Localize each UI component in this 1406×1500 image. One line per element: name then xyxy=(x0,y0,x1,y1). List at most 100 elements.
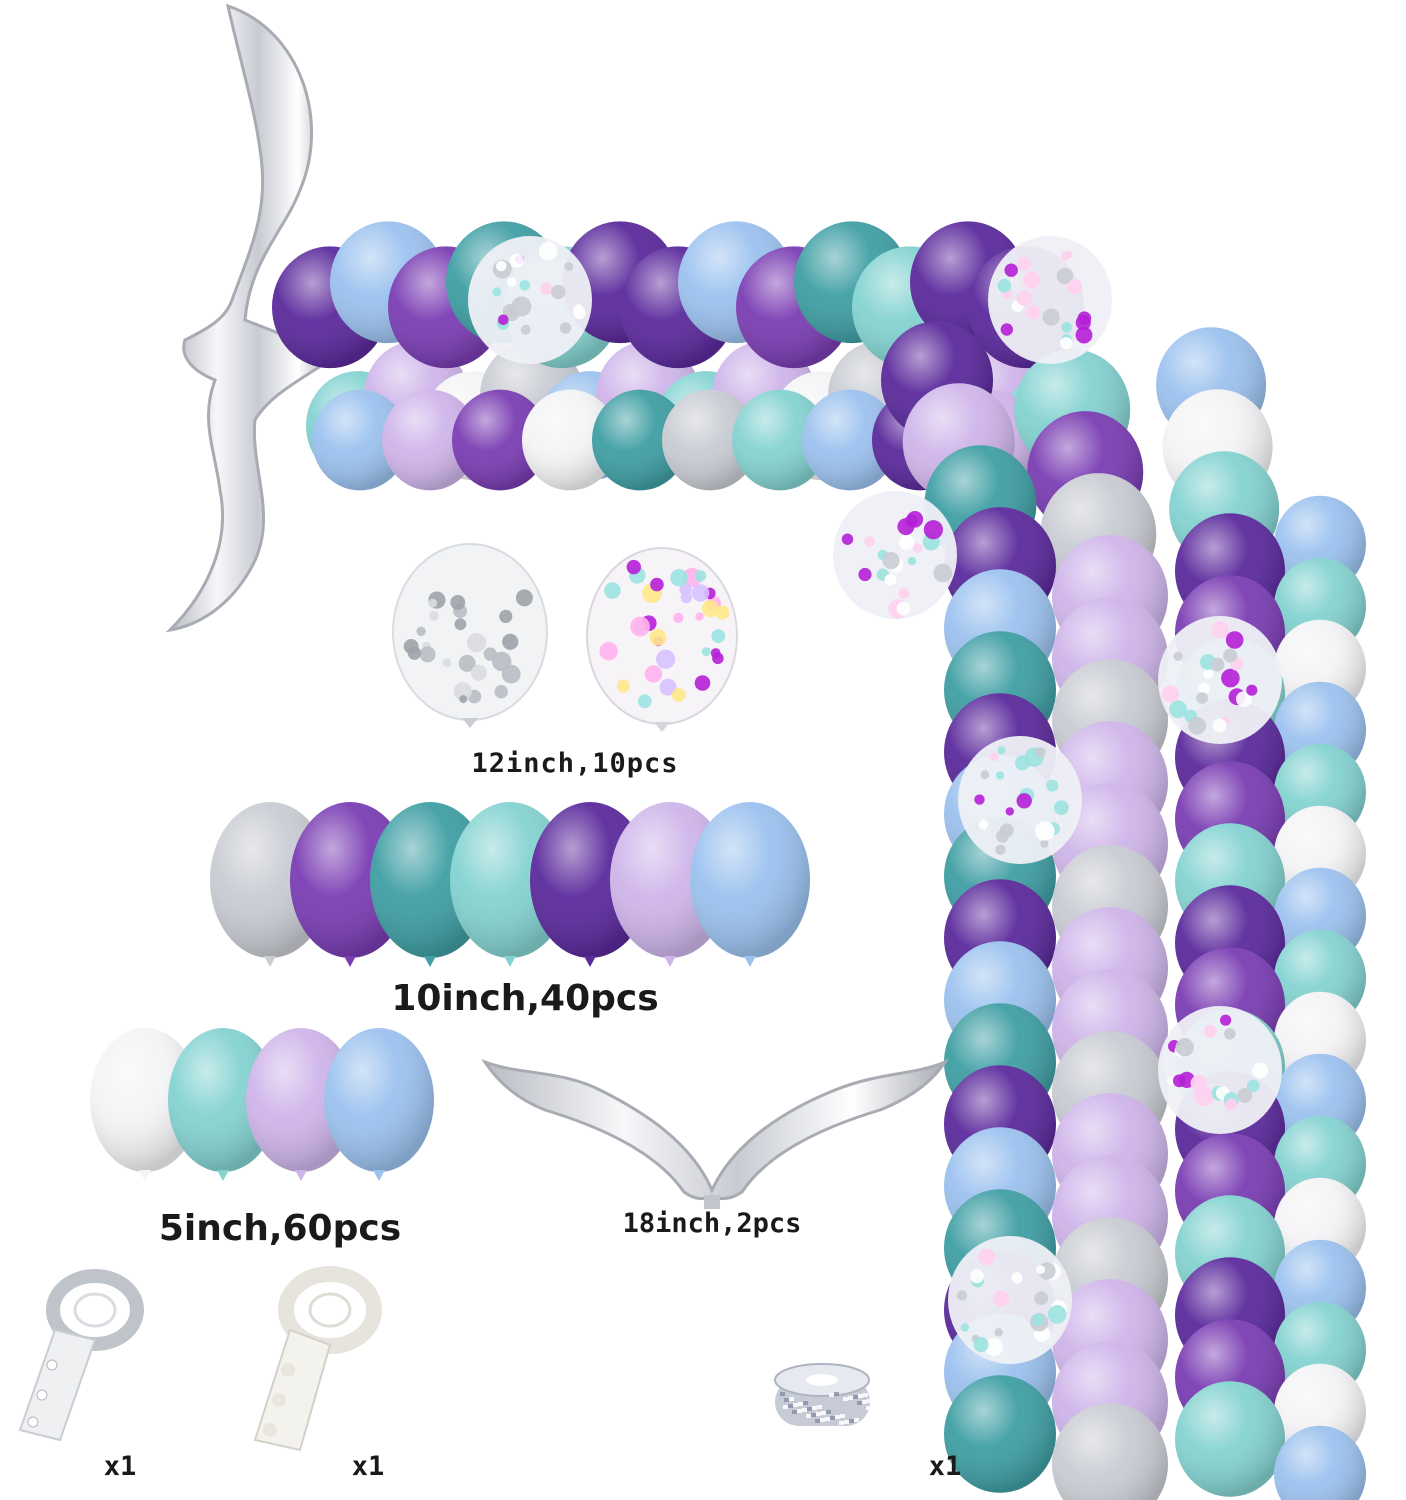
confetti-dot xyxy=(626,559,641,575)
latex-balloons-10inch xyxy=(210,802,810,967)
glitter-speck xyxy=(844,1420,849,1424)
confetti-dot xyxy=(428,598,438,608)
confetti-dot xyxy=(1034,1291,1049,1306)
confetti-dot xyxy=(499,609,513,624)
confetti-dot xyxy=(701,647,711,657)
label-ribbon-qty: x1 xyxy=(929,1451,962,1482)
confetti-dot xyxy=(1220,1014,1232,1026)
confetti-dot xyxy=(841,533,854,545)
confetti-dot xyxy=(997,746,1006,755)
confetti-dot xyxy=(1056,267,1074,285)
confetti-dot xyxy=(995,771,1005,780)
confetti-dot xyxy=(1225,1098,1238,1111)
confetti-dot xyxy=(978,1248,995,1266)
confetti-dot xyxy=(656,649,676,669)
garland-balloon xyxy=(382,389,478,491)
glitter-speck xyxy=(849,1419,854,1423)
glitter-speck xyxy=(806,1414,811,1418)
glitter-speck xyxy=(835,1415,840,1419)
glitter-speck xyxy=(826,1410,831,1414)
confetti-dot xyxy=(997,278,1012,293)
confetti-dot xyxy=(1172,1074,1186,1088)
garland-balloon xyxy=(592,389,688,491)
confetti-dot xyxy=(1046,779,1059,792)
garland-balloon xyxy=(1175,1381,1285,1497)
confetti-dot xyxy=(1047,1305,1067,1324)
confetti-dot xyxy=(1203,1024,1217,1038)
confetti-dot xyxy=(933,563,953,583)
label-strip-qty: x1 xyxy=(104,1451,137,1482)
confetti-dot xyxy=(864,536,875,547)
confetti-dot xyxy=(993,1290,1010,1307)
confetti-dot xyxy=(604,582,621,599)
glitter-speck xyxy=(811,1413,816,1417)
confetti-dot xyxy=(442,658,452,668)
confetti-dot xyxy=(1237,1088,1253,1103)
confetti-dot xyxy=(1005,807,1014,816)
glitter-speck xyxy=(798,1402,803,1406)
glitter-speck xyxy=(807,1407,812,1411)
confetti-dot xyxy=(459,695,468,704)
confetti-dot xyxy=(483,647,497,661)
confetti-dot xyxy=(1000,323,1013,336)
confetti-dot xyxy=(1169,700,1187,719)
glitter-speck xyxy=(821,1411,826,1415)
curling-ribbon-spool xyxy=(774,1363,872,1426)
confetti-dot xyxy=(454,618,467,631)
confetti-dot xyxy=(659,678,677,696)
glitter-speck xyxy=(788,1404,793,1408)
confetti-dot xyxy=(1236,691,1252,707)
confetti-dot xyxy=(980,770,990,779)
glitter-speck xyxy=(866,1406,871,1410)
confetti-dot xyxy=(978,819,989,830)
glitter-speck xyxy=(783,1405,788,1409)
glitter-speck xyxy=(789,1397,794,1401)
confetti-dot xyxy=(912,543,923,553)
glitter-speck xyxy=(834,1392,839,1396)
confetti-dot xyxy=(538,242,558,261)
label-latex-5inch: 5inch,60pcs xyxy=(159,1208,401,1249)
confetti-dot xyxy=(710,648,721,658)
glue-dots-roll xyxy=(253,1266,382,1452)
confetti-dot xyxy=(1198,682,1210,695)
garland-balloon xyxy=(662,389,758,491)
garland-balloon xyxy=(1274,1425,1366,1500)
confetti-dot xyxy=(1210,657,1225,672)
confetti-dot xyxy=(673,612,684,624)
confetti-dot xyxy=(995,844,1006,855)
confetti-dot xyxy=(1225,631,1244,649)
confetti-dot xyxy=(540,282,553,295)
confetti-dot xyxy=(1075,315,1091,331)
glitter-speck xyxy=(840,1414,845,1418)
latex-balloon-5inch xyxy=(246,1028,356,1181)
confetti-dot xyxy=(1035,747,1046,758)
confetti-dot xyxy=(1011,1272,1023,1284)
confetti-dot xyxy=(1188,716,1207,735)
garland-confetti-balloon xyxy=(958,736,1082,864)
garland-balloon xyxy=(802,389,898,491)
glitter-speck xyxy=(784,1398,789,1402)
confetti-dot xyxy=(1212,718,1227,733)
confetti-dot xyxy=(1025,305,1041,320)
glitter-speck xyxy=(817,1405,822,1409)
confetti-dot xyxy=(496,260,507,272)
confetti-dot xyxy=(884,573,897,586)
confetti-dot xyxy=(1060,251,1070,261)
glitter-speck xyxy=(867,1399,872,1403)
confetti-dot xyxy=(973,1337,989,1353)
confetti-dot xyxy=(691,584,710,602)
confetti-dot xyxy=(711,629,726,643)
confetti-dot xyxy=(498,314,509,326)
glitter-speck xyxy=(830,1416,835,1420)
confetti-dot xyxy=(419,646,436,663)
latex-balloons-5inch xyxy=(90,1028,434,1181)
garland-balloon xyxy=(1052,1403,1168,1500)
confetti-dot xyxy=(679,583,692,596)
garland-balloon xyxy=(452,389,548,491)
glitter-speck xyxy=(853,1395,858,1399)
confetti-dot xyxy=(453,682,472,701)
confetti-dot xyxy=(507,277,517,287)
glitter-speck xyxy=(802,1408,807,1412)
confetti-dot xyxy=(564,262,574,271)
confetti-dot xyxy=(1221,668,1240,688)
